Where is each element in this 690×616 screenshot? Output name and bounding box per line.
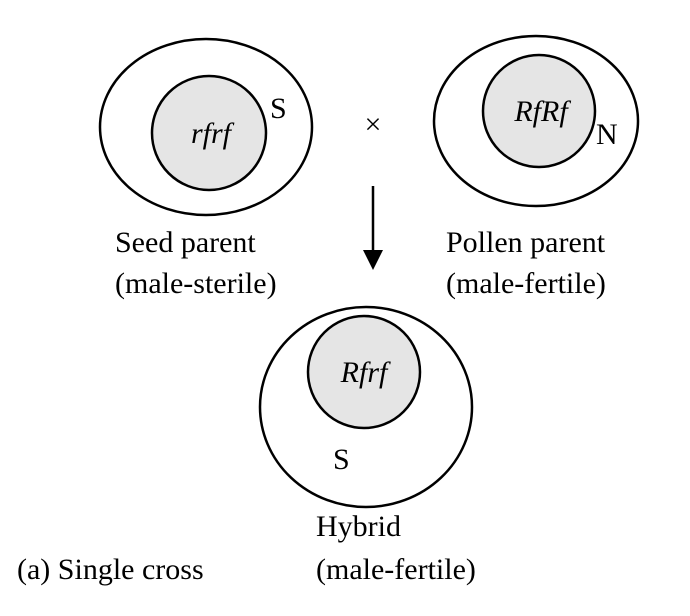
hybrid-label-line2: (male-fertile) bbox=[316, 553, 476, 586]
seed-parent-cell: rfrf S bbox=[98, 37, 314, 217]
pollen-parent-label-line1: Pollen parent bbox=[446, 226, 606, 259]
cross-symbol: × bbox=[365, 108, 382, 141]
seed-parent-genotype: rfrf bbox=[191, 117, 235, 150]
seed-parent-cytoplasm: S bbox=[270, 92, 287, 125]
seed-parent-label-line1: Seed parent bbox=[115, 226, 256, 259]
seed-parent-label-line2: (male-sterile) bbox=[115, 267, 277, 300]
pollen-parent-nucleus bbox=[481, 53, 597, 169]
pollen-parent-label-line2: (male-fertile) bbox=[446, 267, 606, 300]
pollen-parent-genotype: RfRf bbox=[513, 95, 571, 128]
hybrid-nucleus bbox=[306, 314, 422, 430]
down-arrow-icon bbox=[363, 186, 383, 270]
pollen-parent-cell: RfRf N bbox=[432, 34, 640, 208]
hybrid-label-line1: Hybrid bbox=[316, 510, 401, 543]
seed-parent-nucleus bbox=[150, 74, 268, 192]
hybrid-genotype: Rfrf bbox=[340, 356, 391, 389]
figure-caption: (a) Single cross bbox=[17, 553, 204, 586]
hybrid-cytoplasm: S bbox=[333, 443, 350, 476]
pollen-parent-cytoplasm: N bbox=[596, 118, 618, 151]
hybrid-cell: Rfrf S bbox=[258, 305, 474, 509]
